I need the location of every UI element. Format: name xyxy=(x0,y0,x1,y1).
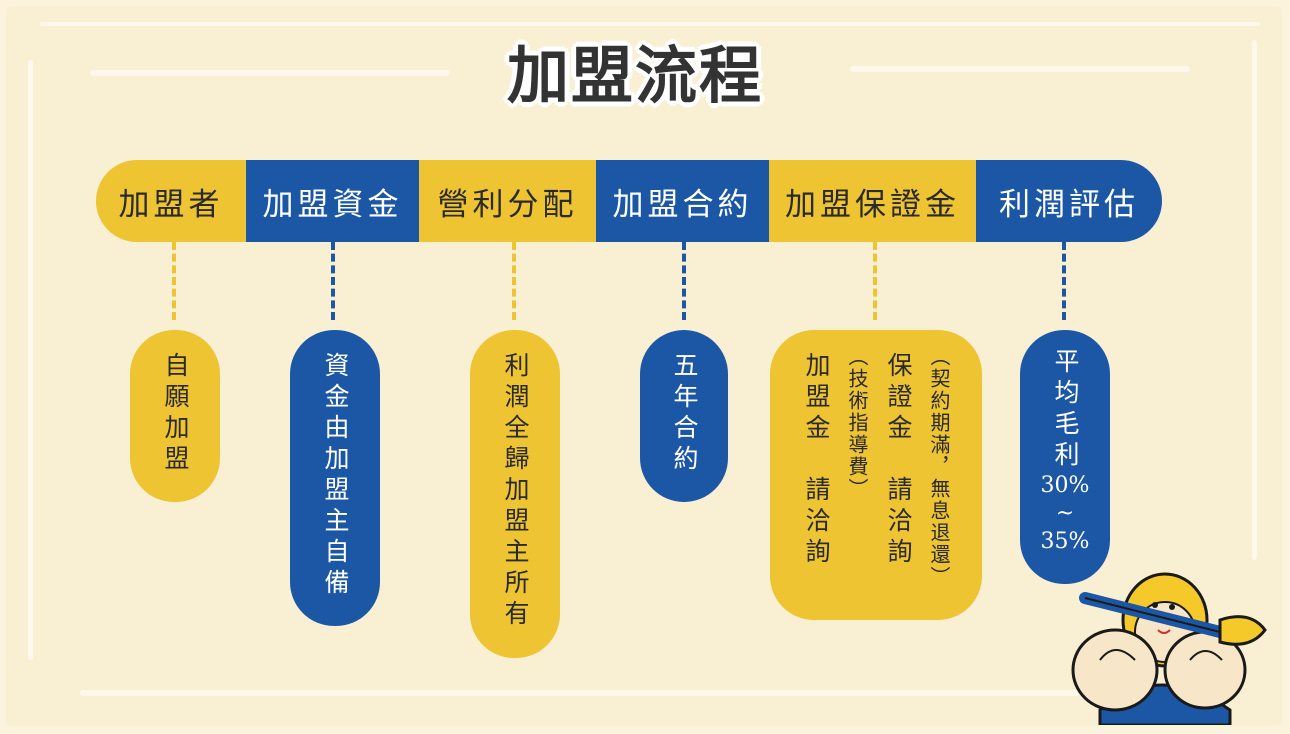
detail-card-franchisee: 自願加盟 xyxy=(130,330,220,502)
deposit-fee-note: ︵技術指導費︶ xyxy=(845,346,869,500)
deposit-guarantee-text: 保證金 請洽詢 xyxy=(884,352,913,569)
connector-line xyxy=(331,242,335,320)
detail-text: 自願加盟 xyxy=(161,352,190,476)
detail-card-capital: 資金由加盟主自備 xyxy=(290,330,380,626)
process-bar: 加盟者 加盟資金 營利分配 加盟合約 加盟保證金 利潤評估 xyxy=(96,160,1162,242)
brush-stroke xyxy=(80,690,1080,696)
step-profit-sharing: 營利分配 xyxy=(419,160,596,242)
step-capital: 加盟資金 xyxy=(246,160,419,242)
page-title: 加盟流程 xyxy=(506,39,763,112)
step-deposit: 加盟保證金 xyxy=(769,160,976,242)
detail-card-deposit: ︵契約期滿，無息退還︶ 保證金 請洽詢 ︵技術指導費︶ 加盟金 請洽詢 xyxy=(770,330,982,620)
brush-stroke xyxy=(850,66,1190,72)
evaluation-content: 平均毛利 30% ~ 35% xyxy=(1041,348,1090,556)
brush-stroke xyxy=(28,60,33,660)
monkey-mascot-icon xyxy=(1071,572,1267,725)
connector-line xyxy=(873,242,877,320)
evaluation-high: 35% xyxy=(1040,529,1090,554)
connector-line xyxy=(172,242,176,320)
step-franchisee: 加盟者 xyxy=(96,160,246,242)
detail-text: 資金由加盟主自備 xyxy=(321,352,350,600)
connector-line xyxy=(682,242,686,320)
evaluation-text: 平均毛利 xyxy=(1051,348,1080,472)
step-profit-evaluation: 利潤評估 xyxy=(976,160,1162,242)
detail-text: 五年合約 xyxy=(670,352,699,476)
deposit-columns: ︵契約期滿，無息退還︶ 保證金 請洽詢 ︵技術指導費︶ 加盟金 請洽詢 xyxy=(802,346,951,588)
connector-line xyxy=(1062,242,1066,320)
evaluation-low: 30% xyxy=(1040,473,1090,498)
brush-stroke xyxy=(1252,40,1257,560)
brush-stroke xyxy=(40,22,1260,26)
detail-text: 利潤全歸加盟主所有 xyxy=(501,352,530,631)
detail-card-contract: 五年合約 xyxy=(640,330,728,502)
deposit-refund-note: ︵契約期滿，無息退還︶ xyxy=(927,346,951,588)
brush-stroke xyxy=(90,70,450,76)
step-contract: 加盟合約 xyxy=(596,160,769,242)
detail-card-profit: 利潤全歸加盟主所有 xyxy=(470,330,560,658)
detail-card-evaluation: 平均毛利 30% ~ 35% xyxy=(1020,330,1110,584)
connector-line xyxy=(512,242,516,320)
deposit-franchise-fee-text: 加盟金 請洽詢 xyxy=(802,352,831,569)
evaluation-tilde: ~ xyxy=(1055,501,1075,526)
